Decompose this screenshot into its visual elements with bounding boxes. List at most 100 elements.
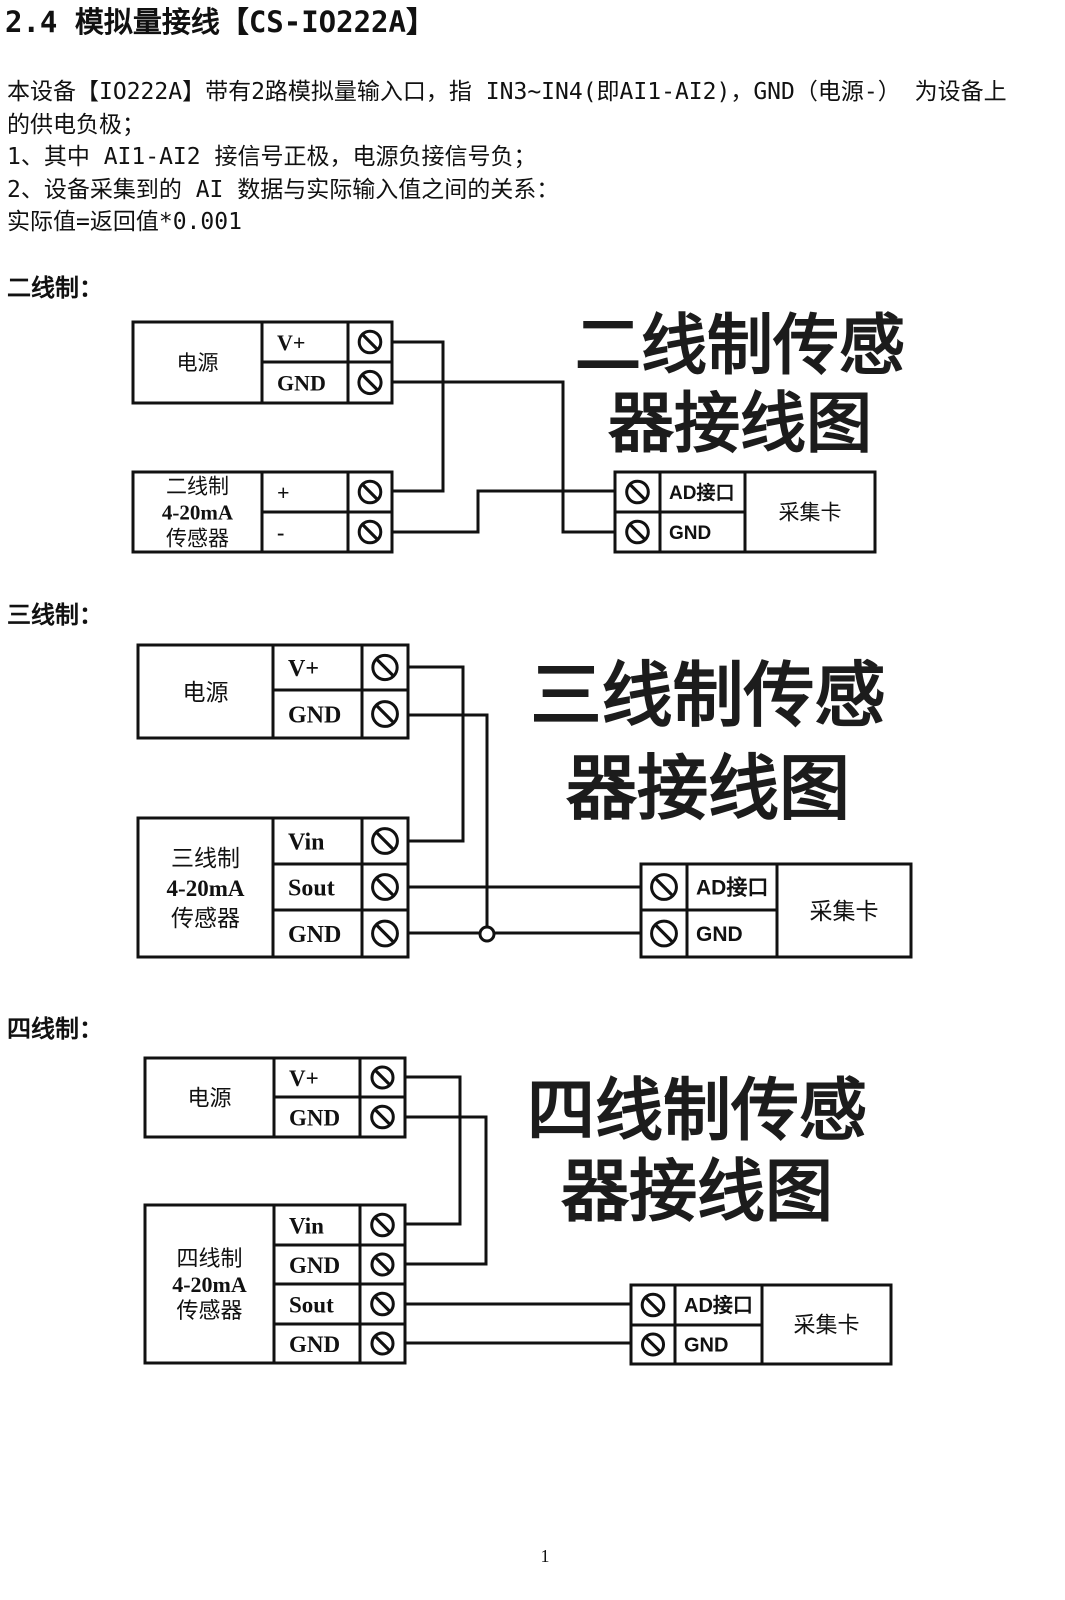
wire [405,1115,488,1266]
terminal-screw-icon [370,1065,395,1090]
terminal-screw-icon [640,1332,666,1357]
terminal-screw-icon [640,1292,666,1318]
screw-slot [374,830,396,852]
screw-slot [653,923,675,944]
diagram-title-line: 二线制传感 [575,307,905,384]
terminal-screw-icon [625,479,650,505]
screw-slot [373,1295,392,1313]
power-terminal-label: V+ [277,330,305,355]
screw-slot [628,483,647,501]
diagram-title-line: 三线制传感 [530,654,885,737]
sensor-label-line: 四线制 [176,1246,242,1271]
screw-slot [373,1108,392,1126]
terminal-screw-icon [370,1104,395,1130]
terminal-screw-icon [370,1252,395,1277]
card-terminal-label: GND [696,923,743,946]
power-terminal-label: GND [288,703,341,729]
intro-line: 实际值=返回值*0.001 [7,209,242,235]
sensor-terminal-label: Sout [289,1292,334,1317]
screw-slot [373,1216,392,1234]
card-terminal-label: GND [669,523,711,544]
card-terminal-label: AD接口 [684,1294,753,1317]
card-terminal-label: AD接口 [669,482,734,504]
sensor-terminal-label: GND [289,1332,340,1357]
power-supply-block: V+ GND 电源 [136,643,410,740]
sensor-terminal-label: Vin [288,830,324,856]
terminal-screw-icon [371,873,399,901]
screw-slot [644,1335,662,1354]
junction-dot-icon [478,925,496,943]
section-label-two-wire: 二线制： [7,274,103,302]
power-label: 电源 [187,1085,231,1110]
screw-slot [361,333,379,351]
terminal-screw-icon [371,919,399,948]
wire [392,489,615,534]
intro-line: 1、其中 AI1-AI2 接信号正极，电源负接信号负； [7,144,537,170]
sensor-terminal-label: GND [289,1253,340,1278]
screw-slot [374,876,396,898]
diagram-title-line: 器接线图 [566,747,850,830]
wire [405,1075,462,1226]
power-supply-block: V+ GND 电源 [143,1056,407,1139]
terminal-screw-icon [650,873,678,901]
power-label: 电源 [183,680,229,705]
diagram-title-line: 四线制传感 [527,1072,867,1151]
screw-slot [360,373,380,392]
terminal-screw-icon [625,519,650,545]
screw-slot [375,657,395,678]
sensor-terminal-label: - [277,520,284,545]
screw-slot [373,1068,392,1087]
screw-slot [374,923,396,944]
power-terminal-label: GND [277,370,326,395]
section-label-four-wire: 四线制： [7,1015,103,1043]
sensor-terminal-label: Vin [289,1213,324,1238]
wire [408,665,465,843]
terminal-screw-icon [370,1291,395,1317]
terminal-screw-icon [370,1331,395,1356]
sensor-label-line: 4-20mA [167,876,245,901]
card-label: 采集卡 [810,899,879,924]
wire [392,380,615,534]
sensor-terminal-label: Sout [288,876,335,902]
card-label: 采集卡 [793,1312,859,1337]
wire [408,713,489,927]
wiring-diagram-three-wire: V+GND电源VinSoutGND三线制4-20mA传感器AD接口GND采集卡三… [136,643,913,959]
power-label: 电源 [177,351,219,375]
terminal-screw-icon [650,919,678,948]
terminal-screw-icon [370,1212,395,1238]
power-terminal-label: V+ [288,656,319,682]
intro-line: 2、设备采集到的 AI 数据与实际输入值之间的关系： [7,176,560,203]
screw-slot [361,523,379,541]
terminal-screw-icon [357,519,383,545]
page-heading: 2.4 模拟量接线【CS-IO222A】 [5,5,435,39]
intro-line: 本设备【IO222A】带有2路模拟量输入口，指 IN3~IN4(即AI1-AI2… [7,79,1007,105]
sensor-label-line: 二线制 [166,475,229,499]
terminal-screw-icon [357,329,383,355]
card-terminal-label: AD接口 [696,877,768,900]
intro-line: 的供电负极； [7,111,145,138]
power-terminal-label: GND [289,1105,340,1130]
card-terminal-label: GND [684,1335,728,1357]
terminal-screw-icon [371,827,399,855]
sensor-terminal-label: + [277,480,290,505]
card-label: 采集卡 [779,501,842,525]
page-number: 1 [540,1546,550,1566]
screw-slot [644,1296,662,1314]
sensor-label-line: 传感器 [171,906,240,931]
diagram-title-line: 器接线图 [561,1153,833,1232]
screw-slot [653,876,675,898]
sensor-label-line: 4-20mA [162,501,234,525]
power-terminal-label: V+ [289,1066,319,1091]
acquisition-card-block: AD接口 GND 采集卡 [639,862,913,959]
terminal-screw-icon [357,479,383,505]
power-supply-block: V+ GND 电源 [131,320,394,405]
screw-slot [361,483,379,501]
sensor-label-line: 传感器 [176,1298,242,1323]
